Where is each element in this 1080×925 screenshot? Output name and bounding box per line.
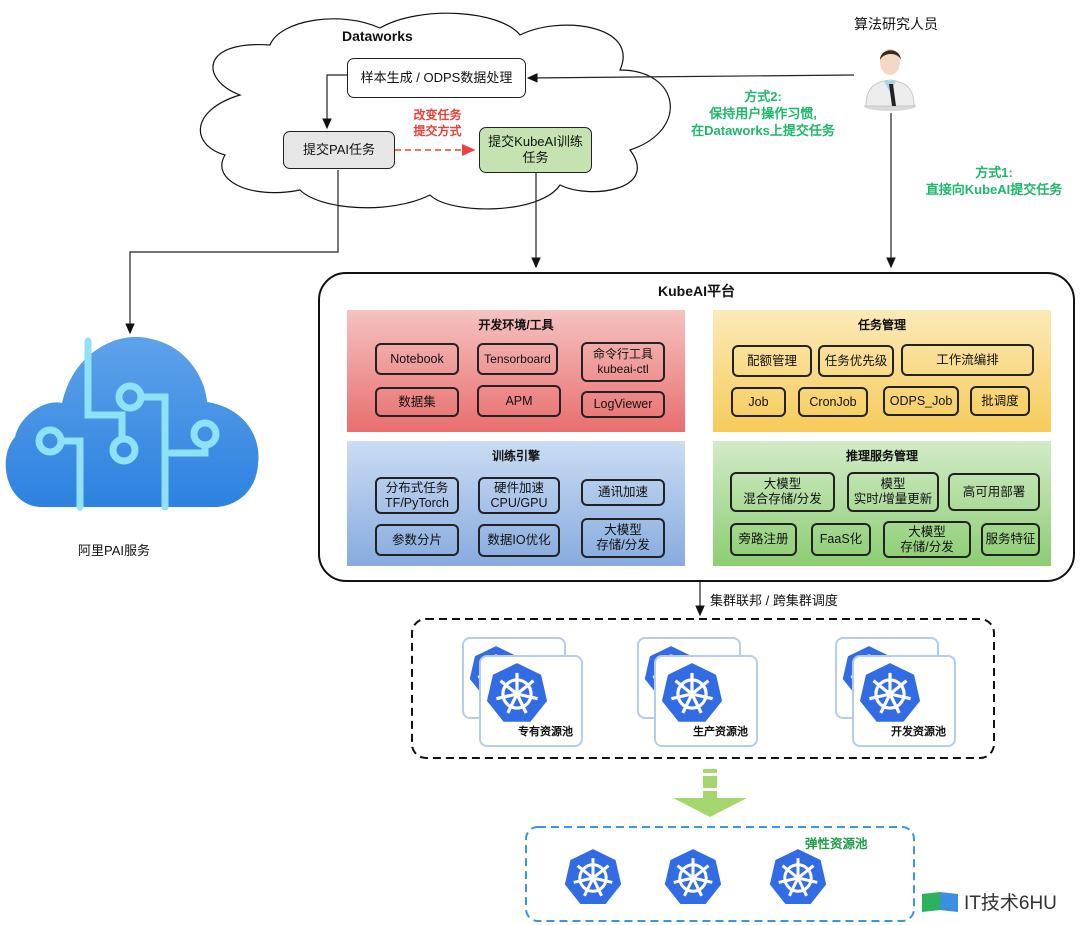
chip-ha-deploy[interactable]: 高可用部署 <box>948 473 1040 511</box>
user-avatar-icon <box>860 40 920 112</box>
chip-odps-job[interactable]: ODPS_Job <box>883 386 959 416</box>
inference-service-panel: 推理服务管理 大模型 混合存储/分发 模型 实时/增量更新 高可用部署 旁路注册… <box>713 441 1051 566</box>
submit-kubeai-task-box[interactable]: 提交KubeAI训练任务 <box>479 127 592 173</box>
elastic-pool-label: 弹性资源池 <box>805 837 868 851</box>
method1-line1: 方式1: <box>975 165 1013 180</box>
chip-apm[interactable]: APM <box>477 385 561 417</box>
kubernetes-icon <box>858 662 922 731</box>
training-engine-panel: 训练引擎 分布式任务 TF/PyTorch 硬件加速 CPU/GPU 通讯加速 … <box>347 441 685 566</box>
chip-cronjob[interactable]: CronJob <box>798 387 868 417</box>
chip-service-feature[interactable]: 服务特征 <box>981 523 1040 556</box>
chip-workflow[interactable]: 工作流编排 <box>901 344 1034 376</box>
chip-quota[interactable]: 配额管理 <box>732 345 812 377</box>
method2-line3: 在Dataworks上提交任务 <box>691 123 835 138</box>
chip-logviewer[interactable]: LogViewer <box>581 391 665 418</box>
chip-large-model-storage[interactable]: 大模型 存储/分发 <box>581 518 665 558</box>
chip-model-update[interactable]: 模型 实时/增量更新 <box>847 472 939 512</box>
infer-panel-title: 推理服务管理 <box>845 449 918 463</box>
arrow-sample-to-pai <box>322 74 347 130</box>
task-management-panel: 任务管理 配额管理 任务优先级 工作流编排 Job CronJob ODPS_J… <box>713 310 1051 432</box>
scale-down-arrow <box>673 769 747 817</box>
chip-dataset[interactable]: 数据集 <box>375 387 459 417</box>
chip-distributed[interactable]: 分布式任务 TF/PyTorch <box>375 477 459 514</box>
change-method-note: 改变任务 提交方式 <box>405 107 470 139</box>
sample-generation-box[interactable]: 样本生成 / ODPS数据处理 <box>347 58 526 98</box>
watermark-text: IT技术6HU <box>964 893 1057 914</box>
chip-large-model-dist[interactable]: 大模型 存储/分发 <box>883 521 971 558</box>
kubernetes-icon <box>563 848 623 913</box>
method2-line2: 保持用户操作习惯, <box>709 106 817 121</box>
dev-tools-panel: 开发环境/工具 Notebook Tensorboard 命令行工具 kubea… <box>347 310 685 432</box>
task-panel-title: 任务管理 <box>857 318 906 332</box>
chip-batch-scheduling[interactable]: 批调度 <box>970 386 1030 416</box>
cloud-circuit-icon[interactable] <box>0 336 260 517</box>
chip-data-io[interactable]: 数据IO优化 <box>478 524 560 557</box>
method1-line2: 直接向KubeAI提交任务 <box>925 182 1063 197</box>
chip-tensorboard[interactable]: Tensorboard <box>477 343 558 375</box>
dataworks-title: Dataworks <box>342 28 413 44</box>
change-note-line1: 改变任务 <box>413 108 462 122</box>
change-note-line2: 提交方式 <box>413 124 462 138</box>
chip-job[interactable]: Job <box>731 387 786 417</box>
pai-service-label: 阿里PAI服务 <box>78 543 150 558</box>
pool-label: 专有资源池 <box>518 726 573 738</box>
chip-faas[interactable]: FaaS化 <box>811 523 871 556</box>
chip-hybrid-storage[interactable]: 大模型 混合存储/分发 <box>730 472 835 512</box>
kubeai-platform: KubeAI平台 <box>318 272 1075 582</box>
dev-panel-title: 开发环境/工具 <box>478 318 554 332</box>
researcher-label: 算法研究人员 <box>854 16 938 32</box>
chip-kubeai-ctl[interactable]: 命令行工具 kubeai-ctl <box>581 342 665 382</box>
method2-line1: 方式2: <box>744 89 782 104</box>
platform-title: KubeAI平台 <box>658 283 735 299</box>
kubernetes-icon <box>660 662 724 731</box>
method2-note: 方式2: 保持用户操作习惯, 在Dataworks上提交任务 <box>678 88 848 139</box>
chip-notebook[interactable]: Notebook <box>375 343 459 375</box>
arrow-researcher-to-sample <box>526 73 855 83</box>
train-panel-title: 训练引擎 <box>491 449 540 463</box>
resource-pool-2[interactable]: 生产资源池 <box>654 655 758 747</box>
chip-bypass-register[interactable]: 旁路注册 <box>730 523 797 556</box>
resource-pool-1[interactable]: 专有资源池 <box>479 655 583 747</box>
chip-priority[interactable]: 任务优先级 <box>818 345 894 377</box>
pool-label: 开发资源池 <box>891 726 946 738</box>
chip-param-shard[interactable]: 参数分片 <box>375 524 459 556</box>
chip-hardware-accel[interactable]: 硬件加速 CPU/GPU <box>478 477 560 514</box>
arrow-to-pai-service <box>125 170 339 335</box>
kubernetes-icon <box>485 662 549 731</box>
submit-pai-task-box[interactable]: 提交PAI任务 <box>283 131 395 169</box>
watermark-logo-icon <box>920 890 958 912</box>
federation-label: 集群联邦 / 跨集群调度 <box>710 593 838 608</box>
method1-note: 方式1: 直接向KubeAI提交任务 <box>918 164 1070 198</box>
kubernetes-icon <box>768 848 828 913</box>
pool-label: 生产资源池 <box>693 726 748 738</box>
chip-comm-accel[interactable]: 通讯加速 <box>581 479 665 506</box>
kubernetes-icon <box>663 848 723 913</box>
resource-pool-3[interactable]: 开发资源池 <box>852 655 956 747</box>
